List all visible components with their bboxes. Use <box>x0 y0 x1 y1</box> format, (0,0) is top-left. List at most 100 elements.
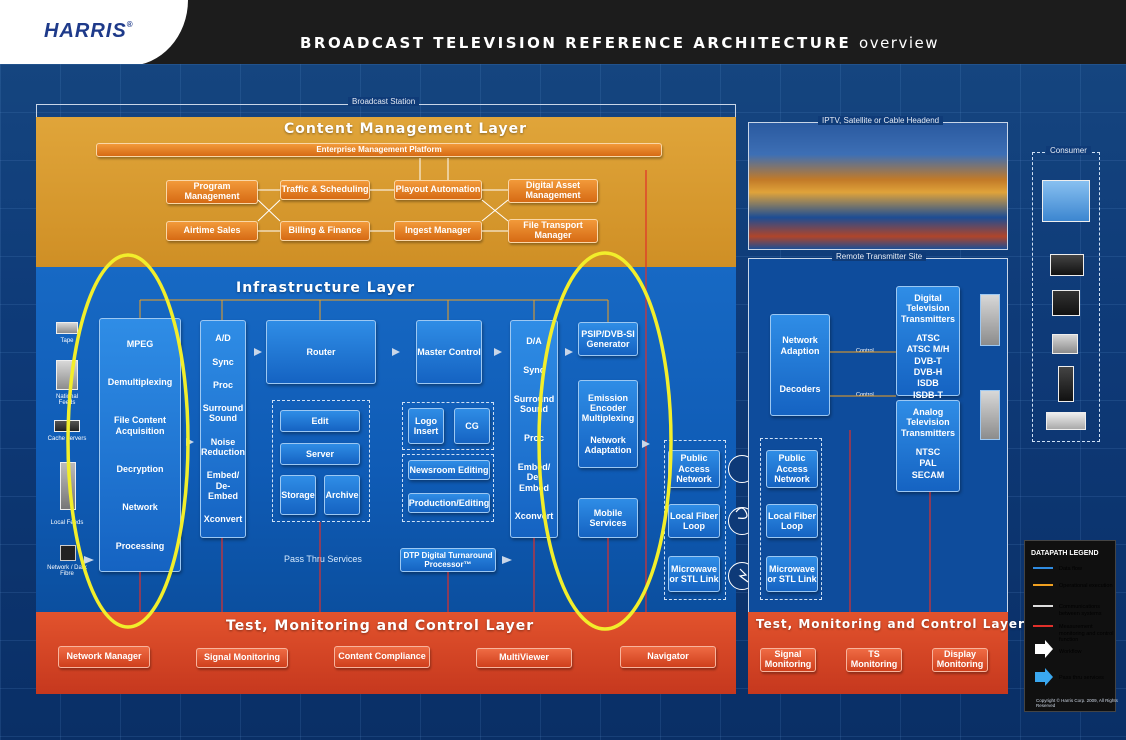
master-control-box[interactable]: Master Control <box>416 320 482 384</box>
mobile-services-box[interactable]: Mobile Services <box>578 498 638 538</box>
emission-encoder-box[interactable]: Emission Encoder Multiplexing Network Ad… <box>578 380 638 468</box>
broadcast-station-label: Broadcast Station <box>348 97 420 106</box>
local-feeds-camera-icon <box>60 462 76 510</box>
local-fiber-loop-station[interactable]: Local Fiber Loop <box>668 504 720 538</box>
ingest-column-box[interactable]: MPEG Demultiplexing File Content Acquisi… <box>99 318 181 572</box>
network-manager-box[interactable]: Network Manager <box>58 646 150 668</box>
ingest-manager-box[interactable]: Ingest Manager <box>394 221 482 241</box>
remote-site-label: Remote Transmitter Site <box>832 252 927 261</box>
remote-signal-monitoring-box[interactable]: Signal Monitoring <box>760 648 816 672</box>
ingest-mpeg: MPEG <box>126 338 154 349</box>
storage-box[interactable]: Storage <box>280 475 316 515</box>
public-access-network-remote[interactable]: Public Access Network <box>766 450 818 488</box>
iptv-label: IPTV, Satellite or Cable Headend <box>818 116 944 125</box>
analog-tx-title: Analog Television Transmitters <box>900 407 956 438</box>
control-label-digital: Control <box>856 348 874 354</box>
legend-item-operational: Operational execution <box>1059 583 1113 589</box>
dtp-processor-box[interactable]: DTP Digital Turnaround Processor™ <box>400 548 496 572</box>
digital-transmitters-box[interactable]: Digital Television Transmitters ATSC ATS… <box>896 286 960 400</box>
enterprise-management-platform[interactable]: Enterprise Management Platform <box>96 143 662 157</box>
production-editing-box[interactable]: Production/Editing <box>408 493 490 513</box>
legend-item-data-flow: Data flow <box>1059 566 1082 572</box>
out-embed-deembed: Embed/ De-Embed <box>517 461 551 493</box>
proc-sync: Sync <box>212 356 234 367</box>
cache-servers-label: Cache servers <box>47 436 87 442</box>
remote-ts-monitoring-box[interactable]: TS Monitoring <box>846 648 902 672</box>
tape-label: Tape <box>60 338 74 344</box>
edit-box[interactable]: Edit <box>280 410 360 432</box>
content-management-layer <box>36 117 736 267</box>
digital-tx-isdb: ISDB <box>917 378 939 389</box>
playout-automation-box[interactable]: Playout Automation <box>394 180 482 200</box>
newsroom-editing-box[interactable]: Newsroom Editing <box>408 460 490 480</box>
legend-item-workflow: Workflow <box>1059 649 1082 655</box>
file-transport-manager-box[interactable]: File Transport Manager <box>508 219 598 243</box>
car-icon <box>1046 412 1086 430</box>
ingest-file-content-acquisition: File Content Acquisition <box>114 415 166 436</box>
navigator-box[interactable]: Navigator <box>620 646 716 668</box>
output-column-box[interactable]: D/A Sync Surround Sound Proc Embed/ De-E… <box>510 320 558 538</box>
public-access-network-station[interactable]: Public Access Network <box>668 450 720 488</box>
router-box[interactable]: Router <box>266 320 376 384</box>
legend-title: DATAPATH LEGEND <box>1031 550 1099 557</box>
out-da: D/A <box>526 336 542 347</box>
laptop-icon <box>1052 334 1078 354</box>
home-icon <box>1042 180 1090 222</box>
airtime-sales-box[interactable]: Airtime Sales <box>166 221 258 241</box>
signal-monitoring-box[interactable]: Signal Monitoring <box>196 648 288 668</box>
national-feeds-label: National Feeds <box>55 394 78 406</box>
out-sync: Sync <box>523 365 545 376</box>
proc-surround-sound: Surround Sound <box>202 403 244 424</box>
mobile-phone-icon <box>1058 366 1074 402</box>
logo-tab: HARRIS® <box>0 0 188 66</box>
digital-transmitter-tower-icon <box>980 294 1000 346</box>
server-box[interactable]: Server <box>280 443 360 465</box>
psip-generator-box[interactable]: PSIP/DVB-SI Generator <box>578 322 638 356</box>
digital-tx-atsc: ATSC <box>916 333 940 344</box>
processing-column-box[interactable]: A/D Sync Proc Surround Sound Noise Reduc… <box>200 320 246 538</box>
header-bar: HARRIS® BROADCAST TELEVISION REFERENCE A… <box>0 0 1126 66</box>
analog-tx-pal: PAL <box>919 458 937 469</box>
ingest-decryption: Decryption <box>116 464 164 475</box>
analog-transmitters-box[interactable]: Analog Television Transmitters NTSC PAL … <box>896 400 960 492</box>
consumer-label: Consumer <box>1046 146 1091 155</box>
cache-server-icon <box>54 420 80 432</box>
page-title: BROADCAST TELEVISION REFERENCE ARCHITECT… <box>300 34 940 52</box>
multiviewer-box[interactable]: MultiViewer <box>476 648 572 668</box>
ingest-processing: Processing <box>115 540 165 551</box>
network-adaptation: Network Adaptation <box>584 434 632 456</box>
analog-transmitter-tower-icon <box>980 390 1000 440</box>
digital-asset-management-box[interactable]: Digital Asset Management <box>508 179 598 203</box>
pass-thru-services-label: Pass Thru Services <box>284 554 362 564</box>
logo-insert-box[interactable]: Logo Insert <box>408 408 444 444</box>
microwave-stl-remote[interactable]: Microwave or STL Link <box>766 556 818 592</box>
cg-box[interactable]: CG <box>454 408 490 444</box>
archive-box[interactable]: Archive <box>324 475 360 515</box>
remote-transport-group <box>760 438 822 600</box>
network-adaption-decoders-box[interactable]: Network Adaption Decoders <box>770 314 830 416</box>
copyright-text: Copyright © Harris Corp. 2009, All Right… <box>1036 698 1118 708</box>
digital-tx-title: Digital Television Transmitters <box>900 293 956 324</box>
out-xconvert: Xconvert <box>514 511 554 522</box>
ingest-network: Network <box>122 502 158 513</box>
out-surround-sound: Surround Sound <box>513 393 555 415</box>
local-fiber-loop-remote[interactable]: Local Fiber Loop <box>766 504 818 538</box>
program-management-box[interactable]: Program Management <box>166 180 258 204</box>
billing-finance-box[interactable]: Billing & Finance <box>280 221 370 241</box>
logo-cg-group <box>402 402 494 450</box>
content-compliance-box[interactable]: Content Compliance <box>334 646 430 668</box>
microwave-stl-station[interactable]: Microwave or STL Link <box>668 556 720 592</box>
satellite-dish-icon <box>56 360 78 390</box>
local-feeds-label: Local Feeds <box>50 520 84 526</box>
decoders-label: Decoders <box>779 384 821 395</box>
remote-display-monitoring-box[interactable]: Display Monitoring <box>932 648 988 672</box>
proc-ad: A/D <box>215 333 231 344</box>
dark-fibre-icon <box>60 545 76 561</box>
traffic-scheduling-box[interactable]: Traffic & Scheduling <box>280 180 370 200</box>
legend-swatches <box>1033 567 1053 686</box>
proc-embed-deembed: Embed/ De-Embed <box>206 470 240 501</box>
digital-tx-dvbt: DVB-T <box>914 355 942 366</box>
control-label-analog: Control <box>856 392 874 398</box>
proc-xconvert: Xconvert <box>203 514 243 525</box>
analog-tx-ntsc: NTSC <box>915 447 941 458</box>
